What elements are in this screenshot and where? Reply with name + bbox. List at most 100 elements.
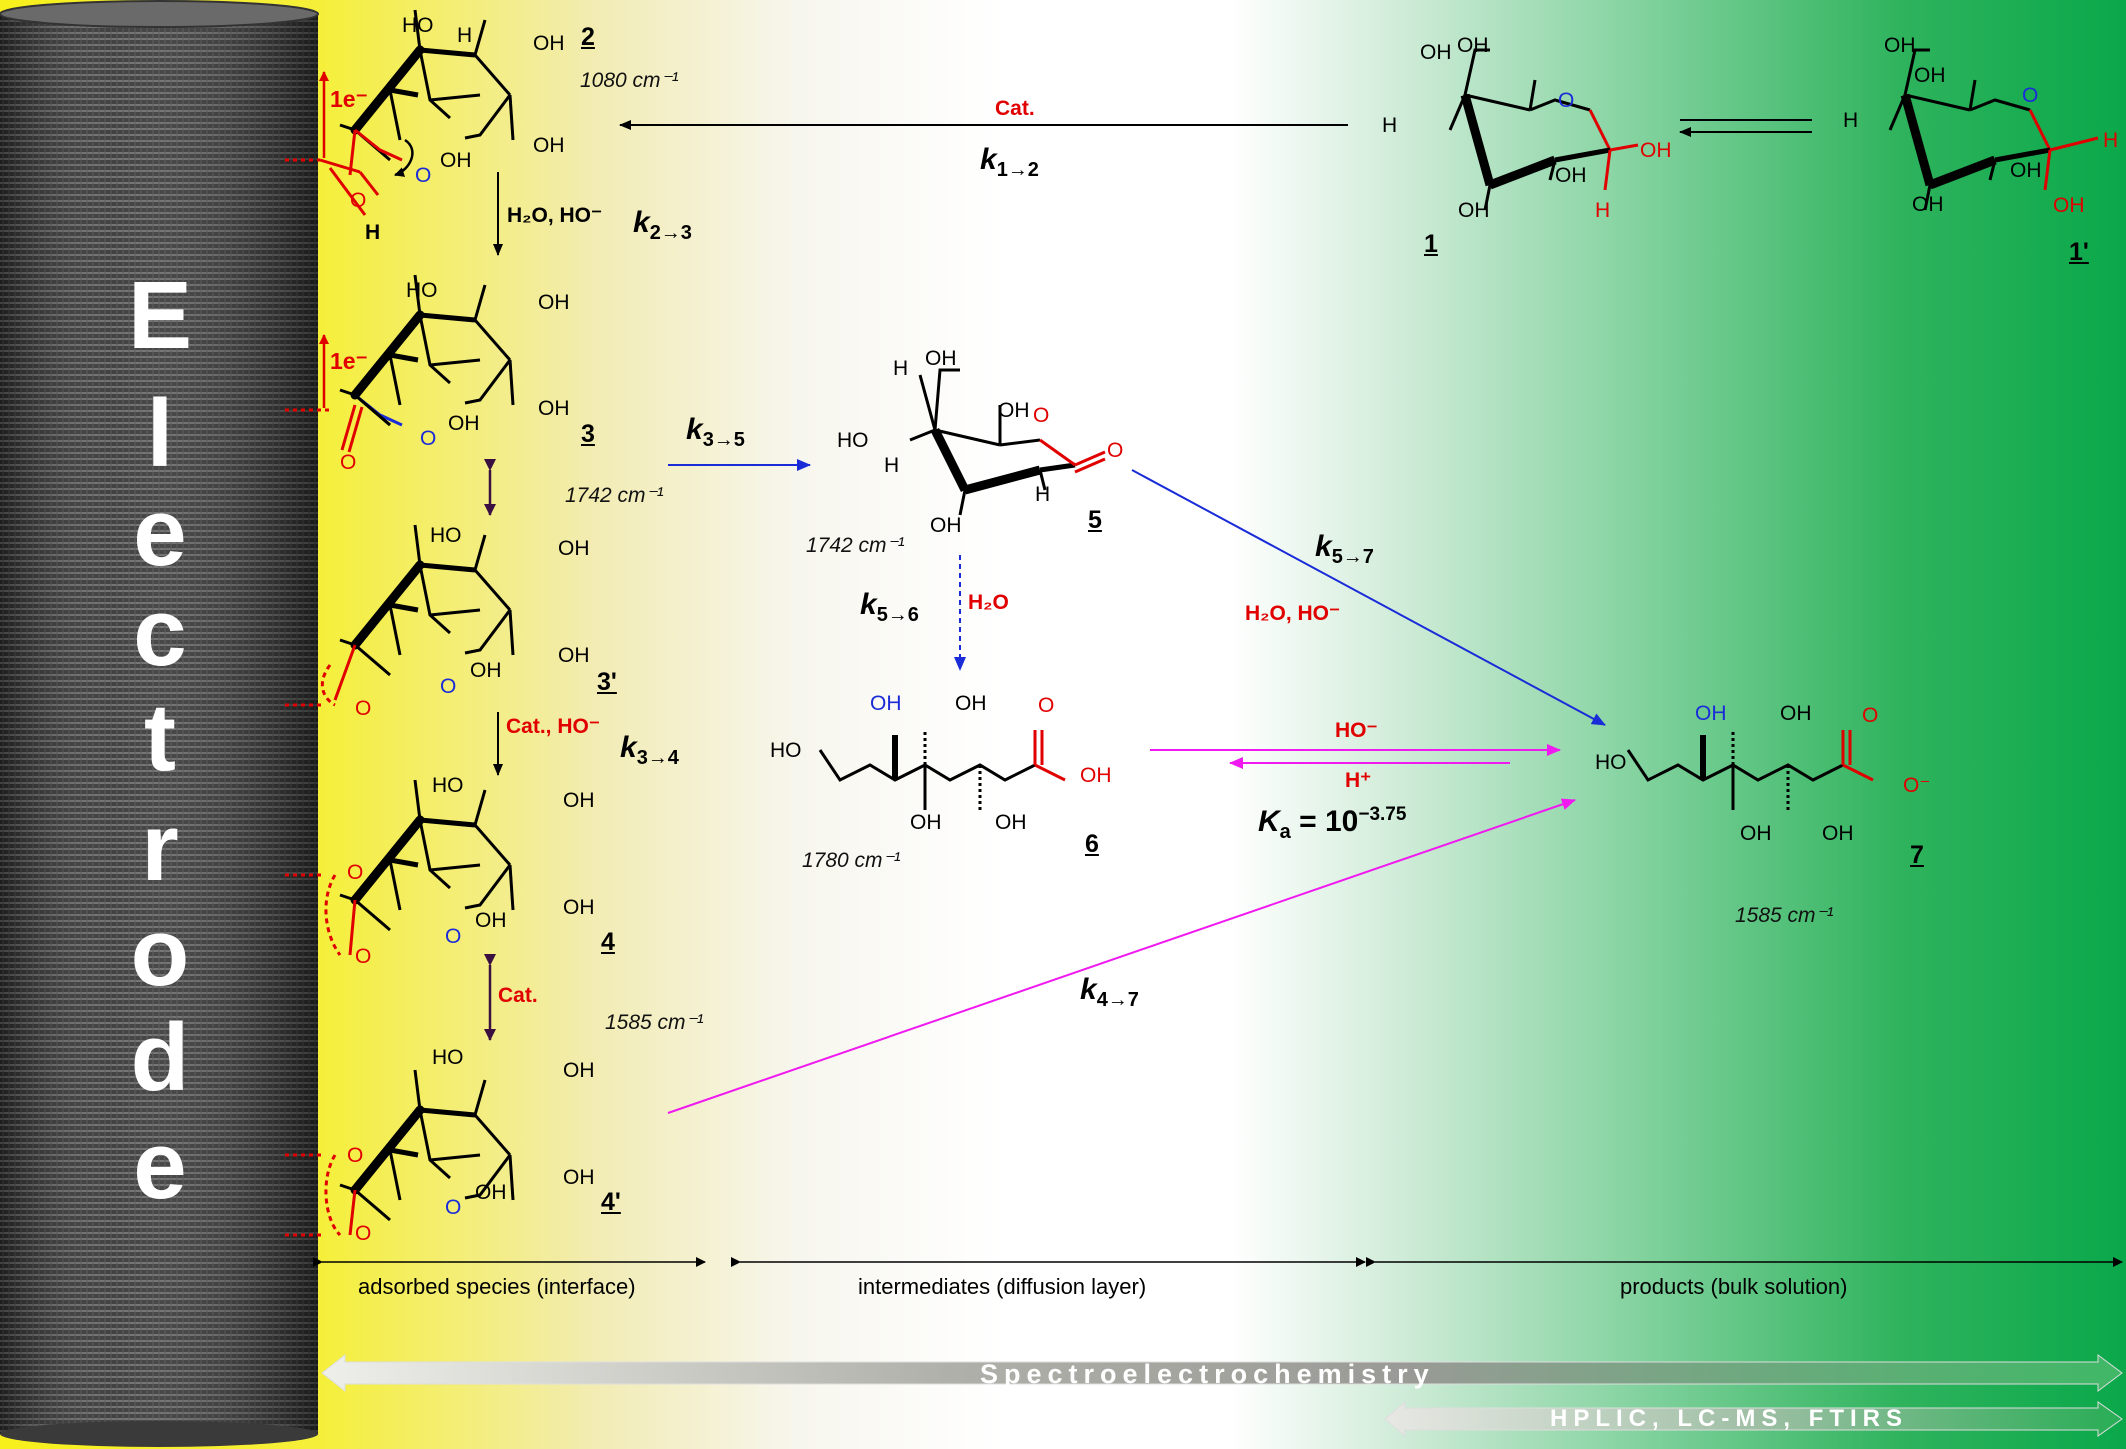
atom-label: OH (2010, 159, 2042, 182)
electrode-letter: d (130, 1004, 190, 1111)
atom-label: HO (432, 1046, 464, 1069)
compound-number: 6 (1085, 830, 1099, 858)
atom-label: OH (558, 644, 590, 667)
atom-label: OH (955, 692, 987, 715)
atom-label: OH (1457, 34, 1489, 57)
compound-number: 1' (2069, 238, 2089, 266)
atom-label: OH (1884, 34, 1916, 57)
structure-compound-4 (285, 780, 513, 956)
atom-label: OH (998, 399, 1030, 422)
atom-label: H (1382, 114, 1398, 137)
electrode-cylinder (0, 0, 319, 1447)
atom-label: OH (563, 1166, 595, 1189)
atom-label: OH (448, 412, 480, 435)
arrow-5-to-7 (1131, 469, 1606, 726)
atom-label: OH (538, 291, 570, 314)
atom-label: HO (1595, 751, 1627, 774)
electrode-letter: e (133, 479, 187, 586)
atom-label: O (1558, 89, 1575, 112)
atom-label: O (1107, 439, 1124, 462)
compound-number: 4 (601, 928, 615, 956)
band-label-spectroelectrochemistry: Spectroelectrochemistry (980, 1359, 1435, 1389)
atom-label: OH (538, 397, 570, 420)
atom-label: H (1843, 109, 1859, 132)
structure-compound-4prime (285, 1070, 513, 1237)
atom-label: HO (402, 14, 434, 37)
atom-label: OH (1780, 702, 1812, 725)
rate-constant-k35: k3→5 (686, 413, 745, 451)
rate-constant-k57: k5→7 (1315, 530, 1374, 568)
atom-label: OH (563, 896, 595, 919)
atom-label: OH (533, 32, 565, 55)
atom-label: O (445, 1196, 462, 1219)
atom-label: OH (563, 789, 595, 812)
compound-number: 1 (1424, 230, 1438, 258)
rate-constant-k12: k1→2 (980, 143, 1039, 181)
structure-compound-2 (285, 10, 513, 216)
rate-constant-k34: k3→4 (620, 731, 679, 769)
hplic-band (1384, 1400, 2123, 1438)
atom-label: O (415, 164, 432, 187)
atom-label: OH (1458, 199, 1490, 222)
electron-transfer-label: 1e⁻ (330, 348, 368, 374)
electrode-letter: e (133, 1112, 187, 1219)
rate-constant-k47: k4→7 (1080, 973, 1139, 1011)
electrode-letter: E (127, 262, 193, 369)
compound-number: 3' (597, 668, 617, 696)
compound-number: 5 (1088, 506, 1102, 534)
atom-label: OH (925, 347, 957, 370)
condition-label: H⁺ (1345, 769, 1372, 792)
atom-label: O (340, 451, 357, 474)
atom-label: OH (1695, 702, 1727, 725)
ir-frequency: 1585 cm⁻¹ (1735, 904, 1834, 927)
electrode-letter: c (133, 579, 187, 686)
atom-label: OH (1914, 64, 1946, 87)
atom-label: OH (2053, 194, 2085, 217)
atom-label: HO (837, 429, 869, 452)
atom-label: OH (470, 659, 502, 682)
rate-constant-k23: k2→3 (633, 206, 692, 244)
condition-label: HO⁻ (1335, 719, 1378, 742)
atom-label: HO (406, 279, 438, 302)
structure-compound-3 (285, 275, 513, 453)
ir-frequency: 1742 cm⁻¹ (806, 534, 905, 557)
atom-label: H (365, 221, 381, 244)
atom-label: H (1035, 483, 1051, 506)
atom-label: H (2103, 129, 2119, 152)
atom-label: O⁻ (1903, 774, 1931, 797)
atom-label: H (884, 454, 900, 477)
ir-frequency: 1585 cm⁻¹ (605, 1011, 704, 1034)
atom-label: HO (430, 524, 462, 547)
atom-label: O (1033, 404, 1050, 427)
atom-label: OH (440, 149, 472, 172)
atom-label: HO (432, 774, 464, 797)
atom-label: H (457, 24, 473, 47)
atom-label: O (440, 675, 457, 698)
atom-label: H (893, 357, 909, 380)
atom-label: O (445, 925, 462, 948)
atom-label: O (347, 861, 364, 884)
atom-label: O (347, 1144, 364, 1167)
electrode-letter: r (141, 794, 179, 901)
zone-label-interface: adsorbed species (interface) (358, 1274, 636, 1299)
atom-label: OH (1640, 139, 1672, 162)
structure-compound-1 (1448, 48, 1639, 211)
structure-compound-5 (909, 368, 1106, 516)
atom-label: O (355, 697, 372, 720)
compound-number: 2 (581, 23, 595, 51)
atom-label: O (350, 189, 367, 212)
atom-label: O (355, 945, 372, 968)
structure-compound-3prime (285, 525, 513, 707)
ir-frequency: 1080 cm⁻¹ (580, 69, 679, 92)
atom-label: OH (995, 811, 1027, 834)
band-label-hplic: HPLIC, LC-MS, FTIRS (1550, 1405, 1908, 1432)
rate-constant-k56: k5→6 (860, 588, 919, 626)
compound-number: 4' (601, 1188, 621, 1216)
electrode-letter: o (130, 899, 190, 1006)
zone-label-diffusion: intermediates (diffusion layer) (858, 1274, 1147, 1299)
arrow-4prime-to-7 (667, 798, 1576, 1114)
atom-label: O (1038, 694, 1055, 717)
spectro-band (321, 1353, 2123, 1393)
condition-label: H₂O (968, 591, 1009, 614)
